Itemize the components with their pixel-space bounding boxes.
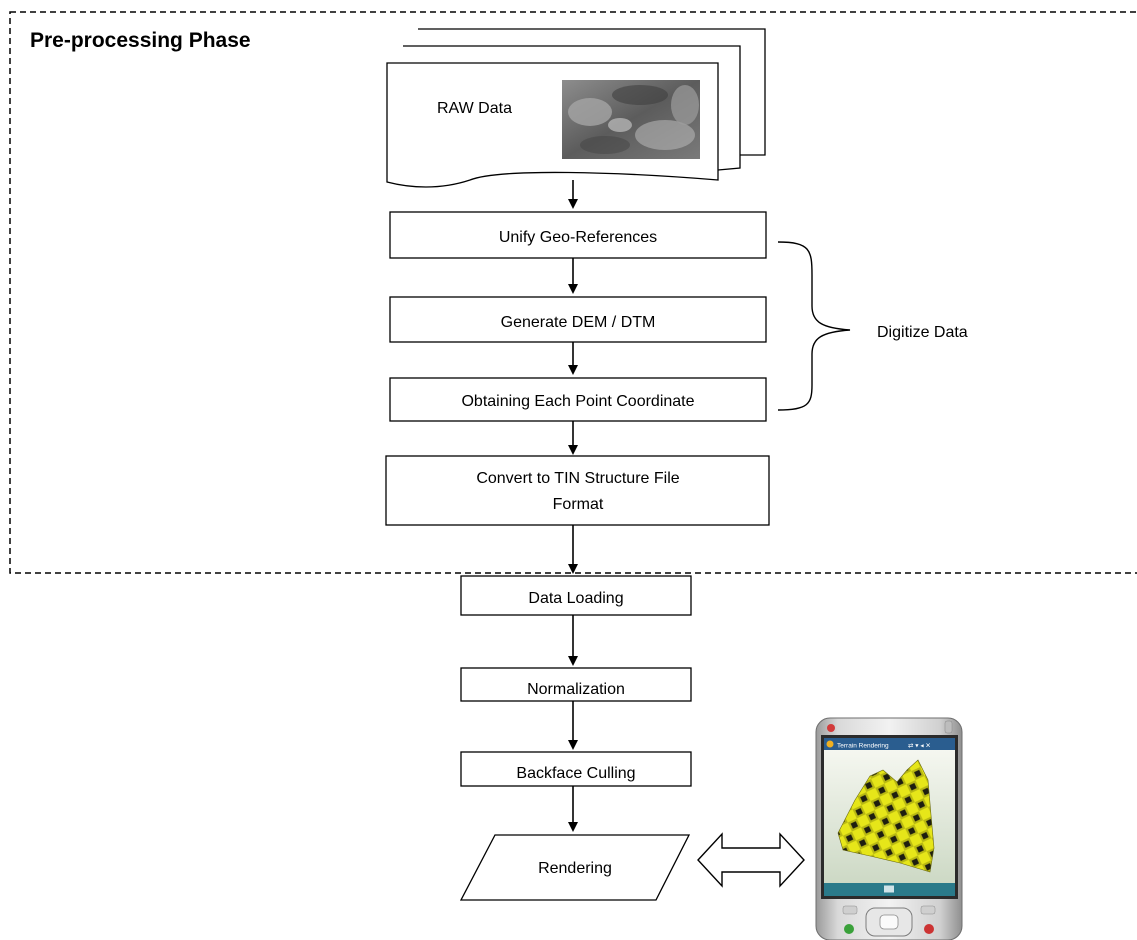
pda-terrain-model — [837, 759, 935, 873]
step-culling-label: Backface Culling — [516, 765, 635, 782]
step-generate-dem-dtm: Generate DEM / DTM — [389, 296, 767, 343]
step-unify-geo-references: Unify Geo-References — [389, 211, 767, 259]
pda-nav-center-button — [879, 914, 899, 930]
step-loading-label: Data Loading — [528, 590, 623, 607]
step-rendering-output: Rendering — [459, 834, 691, 901]
step-obtain-label: Obtaining Each Point Coordinate — [461, 393, 694, 410]
step-data-loading: Data Loading — [460, 575, 692, 616]
step-rendering-label: Rendering — [538, 860, 612, 877]
digitize-data-brace — [777, 241, 851, 411]
pda-call-icon — [844, 924, 854, 934]
step-convert-to-tin: Convert to TIN Structure File Format — [385, 455, 770, 526]
pda-title-bar — [824, 738, 955, 750]
pda-device-illustration: Terrain Rendering ⇄ ▾ ◂ ✕ — [815, 717, 963, 940]
step-normalization-label: Normalization — [527, 681, 625, 698]
digitize-data-label: Digitize Data — [877, 324, 968, 341]
pda-status-icons: ⇄ ▾ ◂ ✕ — [908, 743, 931, 750]
step-normalization: Normalization — [460, 667, 692, 702]
step-obtaining-point-coordinate: Obtaining Each Point Coordinate — [389, 377, 767, 422]
phase-title: Pre-processing Phase — [30, 29, 251, 52]
pda-start-icon — [826, 740, 834, 748]
pda-side-button — [944, 720, 953, 734]
pda-power-icon — [827, 724, 835, 732]
step-generate-label: Generate DEM / DTM — [501, 314, 656, 331]
pda-softkey-right — [920, 905, 936, 915]
step-convert-label-line2: Format — [553, 496, 604, 513]
preprocessing-phase-region — [9, 11, 1137, 574]
step-backface-culling: Backface Culling — [460, 751, 692, 787]
pda-softkey-left — [842, 905, 858, 915]
pda-keyboard-icon — [884, 885, 894, 893]
step-unify-label: Unify Geo-References — [499, 229, 657, 246]
raw-data-document-stack: RAW Data — [386, 28, 766, 188]
step-convert-label-line1: Convert to TIN Structure File — [476, 470, 679, 487]
pda-end-call-icon — [924, 924, 934, 934]
pda-title-bar-text: Terrain Rendering — [837, 743, 889, 750]
raw-data-label: RAW Data — [437, 100, 512, 117]
raw-data-thumbnail-image — [562, 80, 700, 159]
bidirectional-arrow-icon — [697, 832, 805, 888]
